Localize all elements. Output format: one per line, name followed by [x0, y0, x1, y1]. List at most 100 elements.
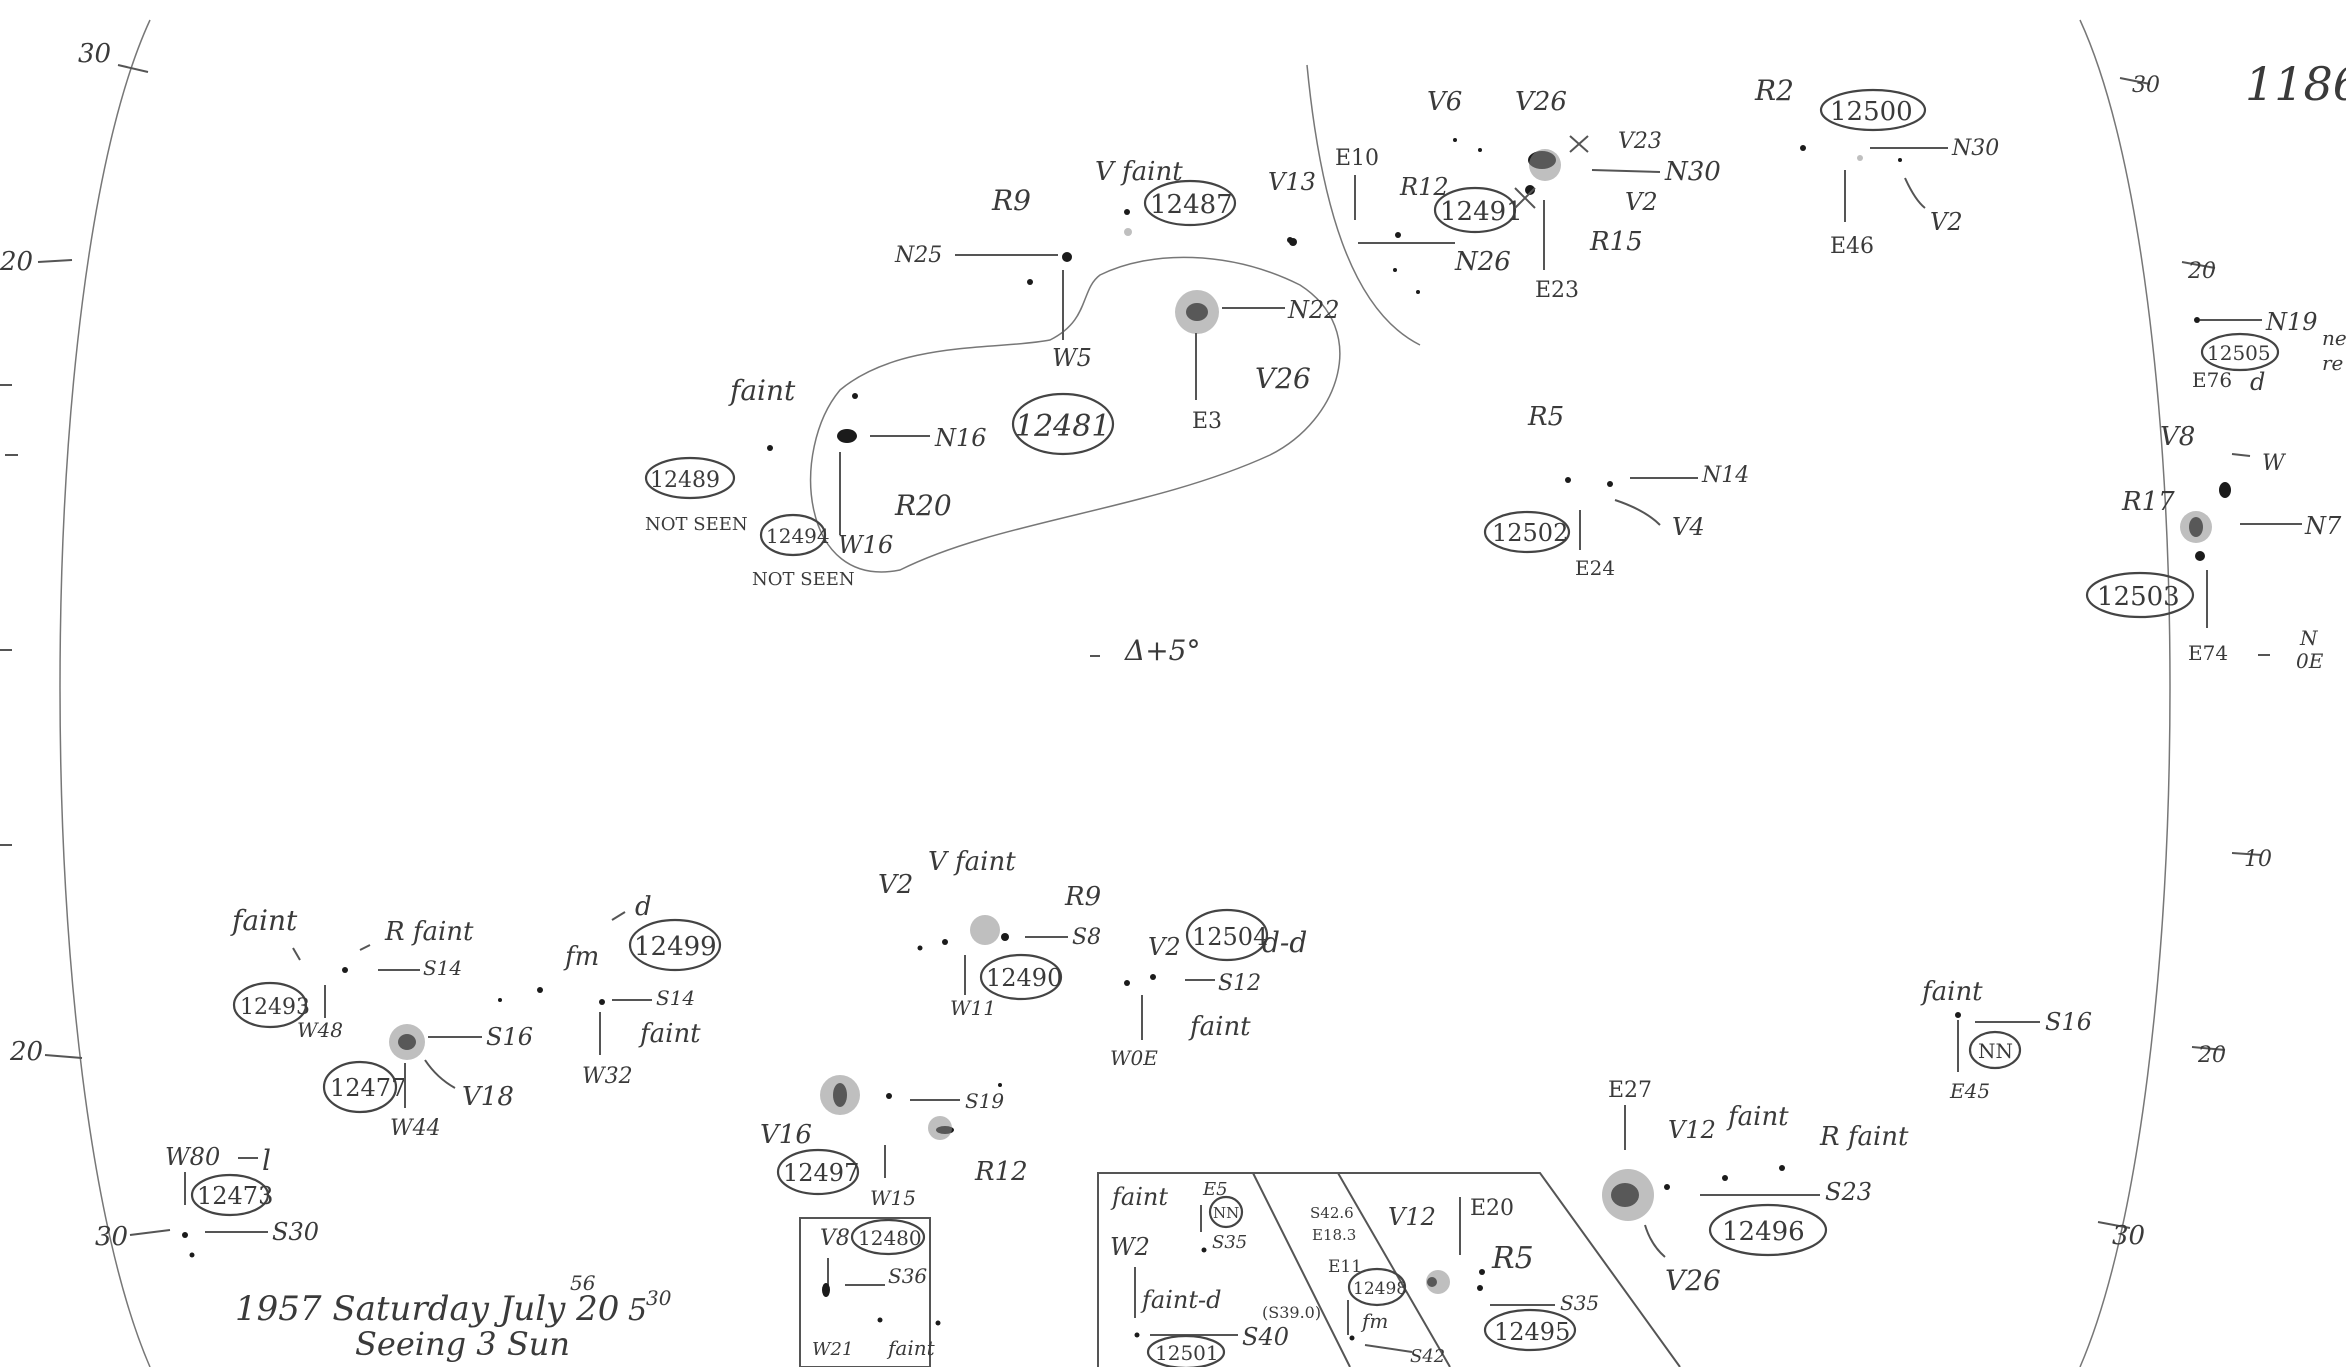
group-nn: faint S16 NN E45 [1920, 977, 2092, 1103]
group-number-oval [1347, 1267, 1407, 1307]
group-12493: faint R faint S14 12493 W48 [230, 904, 474, 1042]
label: V2 [878, 870, 913, 900]
group-number: 12496 [1722, 1217, 1805, 1247]
label: E11 [1328, 1257, 1362, 1277]
group-number: 12501 [1155, 1341, 1219, 1365]
group-12501: faint E5 NN S35 W2 faint-d (S39.0) S40 1… [1110, 1179, 1321, 1370]
label: re [2322, 351, 2343, 375]
label: S12 [1218, 971, 1261, 996]
group-number: 12495 [1494, 1318, 1570, 1346]
label: V23 [1618, 129, 1662, 154]
label: V4 [1672, 513, 1705, 541]
label: S14 [656, 986, 695, 1010]
label: E10 [1335, 146, 1379, 171]
label: E3 [1192, 409, 1222, 434]
group-number-oval [1143, 179, 1237, 227]
group-12477: S16 12477 V18 W44 [322, 1023, 533, 1141]
label: N7 [2304, 512, 2342, 540]
label: S16 [486, 1023, 533, 1051]
group-number: 12500 [1830, 97, 1913, 127]
label: S35 [1212, 1232, 1247, 1253]
group-12495: V12 E20 R5 S35 12495 [1388, 1196, 1599, 1352]
label: S14 [423, 956, 462, 980]
tick-label: 20 [2197, 1043, 2226, 1068]
group-number-oval [2200, 332, 2280, 372]
label: V8 [2160, 422, 2195, 452]
observation-date: 1957 Saturday July 20 [235, 1289, 619, 1329]
observation-date-sup: 56 [570, 1271, 596, 1295]
group-number: 12477 [330, 1074, 406, 1102]
label: fm [1360, 1309, 1388, 1333]
group-12481: R9 N25 W5 V13 N22 V26 E3 12481 N16 R20 W… [728, 168, 1341, 573]
label: R15 [1589, 227, 1643, 257]
label: R5 [1491, 1241, 1534, 1276]
label: W0E [1110, 1046, 1158, 1070]
group-number-oval [850, 1218, 926, 1256]
label: faint [886, 1336, 936, 1360]
group-number: NN [1213, 1204, 1239, 1222]
group-12487: V faint 12487 [1095, 157, 1237, 236]
group-number-oval [2085, 571, 2195, 619]
group-number-oval [1708, 1203, 1828, 1257]
group-number-oval [1208, 1195, 1244, 1229]
label: faint [1188, 1012, 1251, 1042]
label: N26 [1454, 247, 1511, 277]
group-12499: d fm 12499 S14 faint W32 [537, 892, 722, 1089]
observation-time-sup: 30 [646, 1286, 672, 1310]
label: N19 [2265, 308, 2318, 336]
group-number: 12473 [197, 1182, 273, 1210]
group-12473: W80 l 12473 S30 [165, 1143, 319, 1258]
group-number: 12502 [1492, 519, 1568, 547]
group-number: 12497 [783, 1159, 859, 1187]
tick-label: 20 [2187, 259, 2216, 284]
label: S42.6 [1310, 1204, 1354, 1222]
group-number-oval [1433, 186, 1517, 234]
label: faint-d [1140, 1286, 1221, 1314]
label: V faint [1095, 157, 1183, 187]
label: S35 [1560, 1291, 1599, 1315]
label: R9 [1064, 882, 1101, 912]
observation-time: 5 [628, 1293, 647, 1328]
tick-label: 30 [2112, 1221, 2145, 1251]
tick-label: 20 [0, 247, 33, 277]
label: d [635, 892, 652, 922]
group-12496: E27 V12 faint R faint S23 12496 V26 [1602, 1078, 1909, 1297]
label: faint [1726, 1102, 1789, 1132]
label: V2 [1148, 933, 1181, 961]
label: E45 [1949, 1079, 1990, 1103]
label: R2 [1754, 74, 1794, 107]
label: S40 [1242, 1323, 1289, 1351]
label: N [2299, 626, 2319, 650]
label: NOT SEEN [645, 514, 748, 535]
label: W2 [1110, 1233, 1150, 1261]
label: S8 [1072, 925, 1101, 950]
label: V faint [928, 847, 1016, 877]
label: R17 [2121, 487, 2175, 517]
solar-limb-left [59, 19, 151, 1368]
group-12480: V8 12480 S36 W21 faint [799, 1217, 941, 1368]
label: W16 [838, 531, 893, 559]
group-number-oval [1968, 1030, 2022, 1070]
group-number-oval [759, 513, 827, 557]
label: d [2250, 368, 2265, 396]
group-number: 12493 [240, 995, 310, 1020]
left-limb-ticks: 30 20 20 30 [0, 39, 171, 1252]
group-number: 12490 [986, 964, 1062, 992]
label: E76 [2192, 368, 2232, 392]
label: NOT SEEN [752, 569, 855, 590]
label: R faint [1819, 1122, 1909, 1152]
group-number-oval [190, 1173, 270, 1217]
label: W44 [390, 1116, 441, 1141]
label: R faint [384, 917, 474, 947]
label: V13 [1268, 168, 1316, 196]
label: V12 [1668, 1116, 1716, 1144]
label: faint [1920, 977, 1983, 1007]
group-12494: 12494 NOT SEEN [752, 513, 855, 590]
group-12497: S19 V16 12497 W15 R12 [760, 1075, 1028, 1210]
label: V6 [1427, 87, 1462, 117]
label: (S39.0) [1262, 1303, 1321, 1322]
label: W15 [870, 1186, 916, 1210]
group-12502: R5 N14 V4 12502 E24 [1483, 402, 1749, 580]
label: W [2262, 451, 2287, 476]
